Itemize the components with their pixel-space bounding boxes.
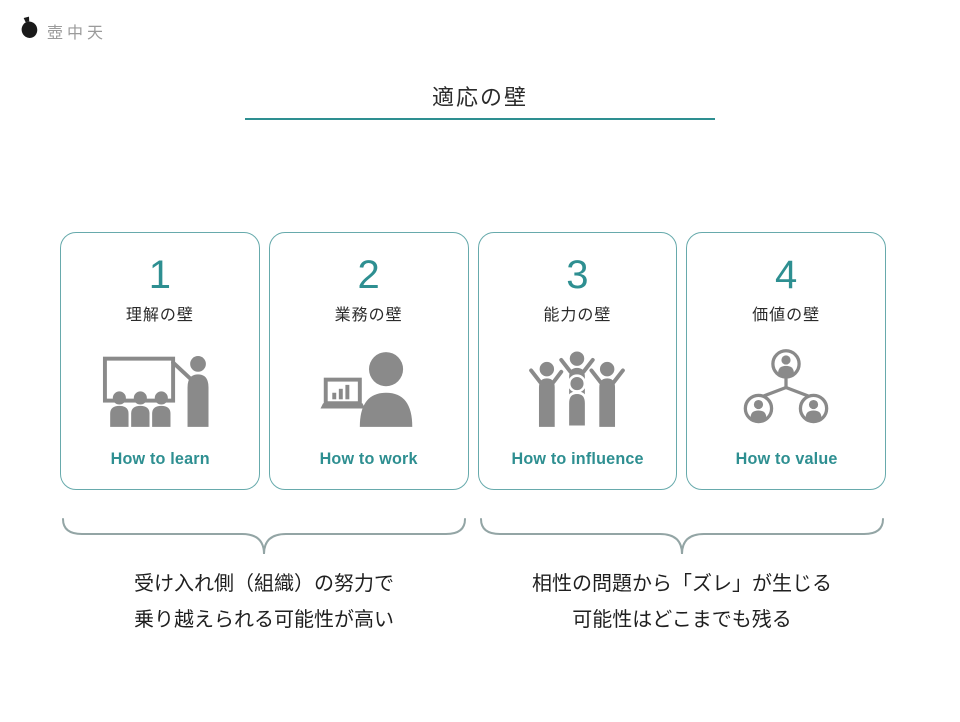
card-label: 業務の壁: [334, 307, 403, 324]
group-caption-line: 相性の問題から「ズレ」が生じる: [532, 573, 832, 595]
card-label: 理解の壁: [125, 307, 194, 324]
logo-text: 壺中天: [47, 24, 108, 42]
card-caption: How to value: [735, 449, 838, 468]
card-caption: How to influence: [511, 449, 644, 468]
pot-icon: [18, 16, 40, 45]
card-number: 4: [775, 253, 798, 297]
people-network-icon: [727, 325, 845, 449]
card-understanding: 1 理解の壁 How t: [60, 232, 260, 490]
card-label: 価値の壁: [752, 307, 821, 324]
person-laptop-icon: [310, 325, 428, 449]
card-work: 2 業務の壁 How to work: [268, 232, 469, 490]
card-number: 1: [148, 253, 171, 297]
card-number: 2: [357, 253, 380, 297]
card-value: 4 価値の壁: [686, 232, 886, 490]
logo: 壺中天: [18, 16, 107, 45]
group-caption-line: 可能性はどこまでも残る: [572, 609, 792, 631]
group-caption-right: 相性の問題から「ズレ」が生じる 可能性はどこまでも残る: [478, 566, 886, 638]
group-caption-line: 乗り越えられる可能性が高い: [134, 609, 394, 631]
brace-right: [480, 518, 884, 555]
title-underline: [245, 118, 715, 120]
brace-left: [62, 518, 466, 555]
card-caption: How to work: [319, 449, 418, 468]
card-caption: How to learn: [110, 449, 210, 468]
group-caption-line: 受け入れ側（組織）の努力で: [134, 573, 394, 595]
group-raising-hands-icon: [518, 325, 636, 449]
group-caption-left: 受け入れ側（組織）の努力で 乗り越えられる可能性が高い: [60, 566, 468, 638]
cards-row: 1 理解の壁 How t: [60, 232, 886, 490]
card-ability: 3 能力の壁: [477, 232, 678, 490]
card-number: 3: [566, 253, 589, 297]
card-label: 能力の壁: [543, 307, 612, 324]
teacher-blackboard-icon: [101, 325, 219, 449]
page-title: 適応の壁: [431, 85, 528, 110]
